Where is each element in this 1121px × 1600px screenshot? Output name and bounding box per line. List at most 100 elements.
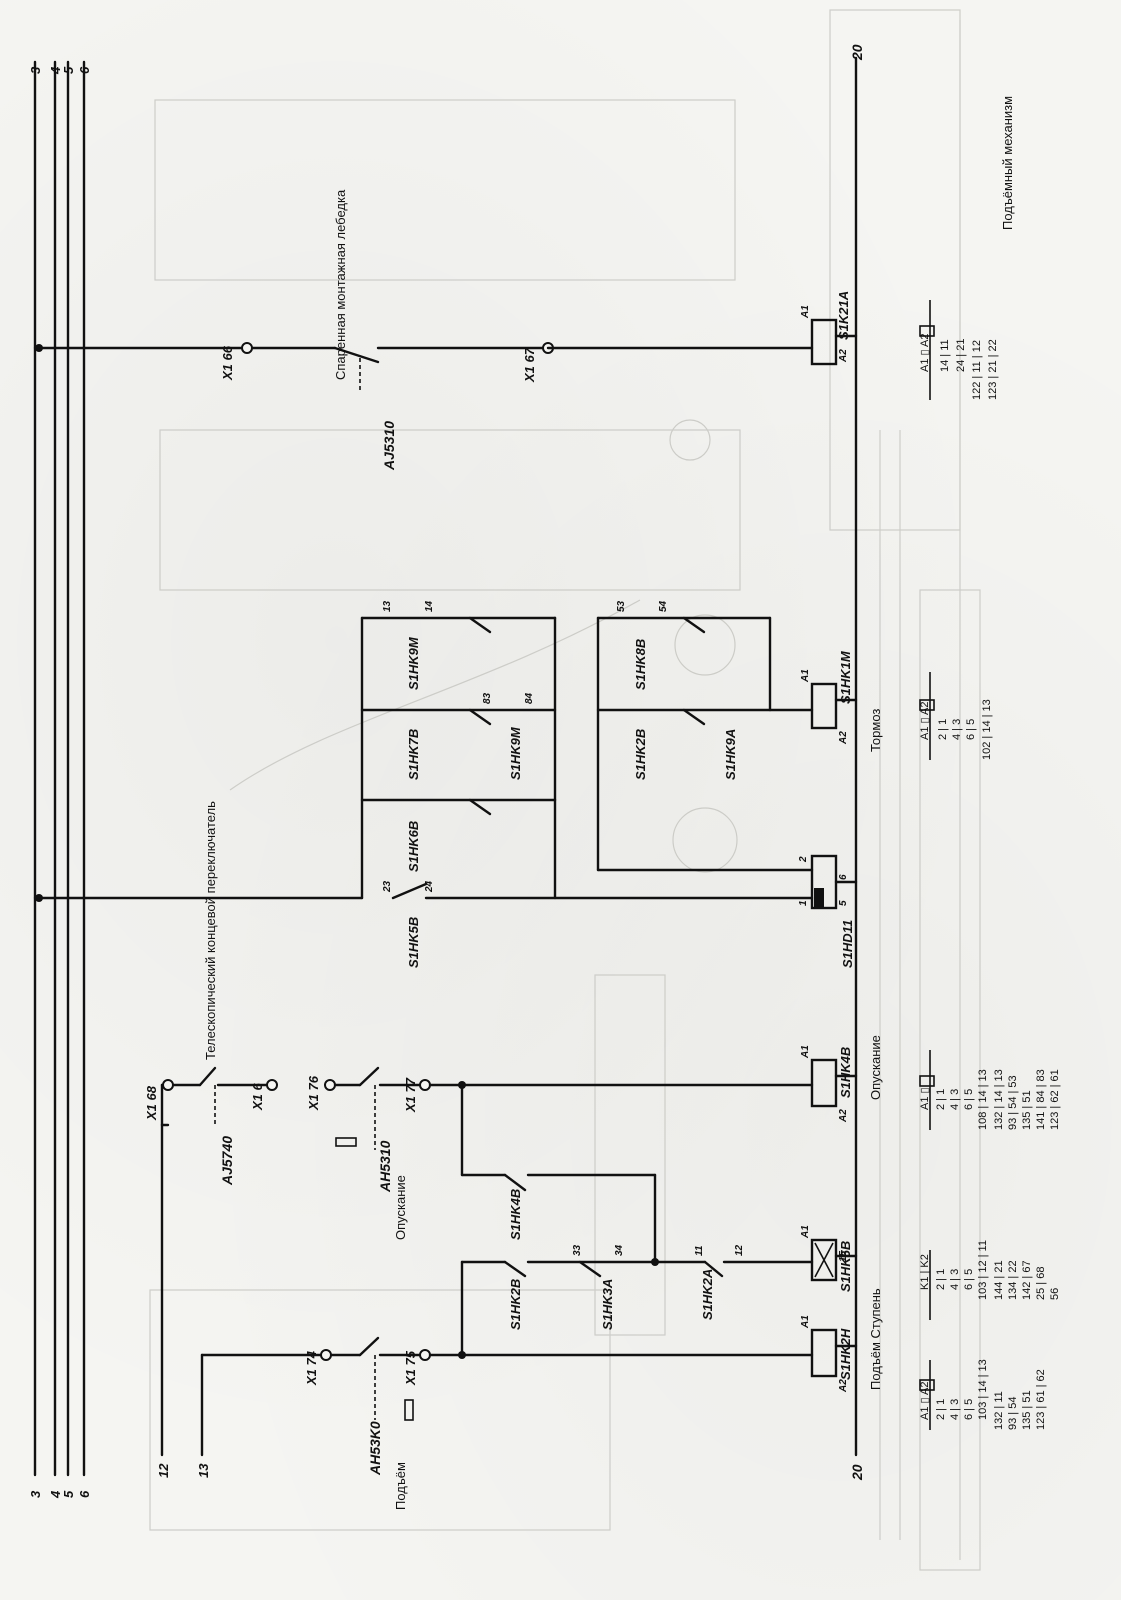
contact-s1hk7b: S1HK7B	[406, 729, 421, 780]
rung-paired-winch	[33, 318, 858, 390]
pin-a2-s1hk4b: A2	[838, 1109, 849, 1123]
pin-13-a: 13	[382, 600, 393, 612]
table-s1hk4b-row-6: 93 | 54 | 53	[1007, 1075, 1019, 1130]
bus-label-bottom-4: 4	[48, 1490, 63, 1499]
pin-23: 23	[382, 880, 393, 893]
pin-2: 2	[798, 856, 809, 863]
table-s1hk5b-row-9: 56	[1049, 1288, 1061, 1300]
table-s1hk2h-row-7: 135 | 51	[1021, 1390, 1033, 1430]
contact-s1hk5b: S1HK5B	[406, 917, 421, 968]
caption-lift-switch: Подъём	[393, 1462, 408, 1510]
caption-telescopic-switch: Телескопический концевой переключатель	[203, 801, 218, 1060]
rung-brake	[33, 616, 858, 910]
table-s1hk5b-row-1: 2 | 1	[935, 1269, 947, 1290]
rung-lowering	[160, 1058, 858, 1264]
pin-a1-s1hk2h: A1	[800, 1315, 811, 1329]
table-s1hk1m-row-4: 102 | 14 | 13	[981, 699, 993, 760]
table-s1k21a-row-2: 24 | 21	[955, 339, 967, 372]
pin-a2-s1hk1m: A2	[838, 731, 849, 745]
table-s1hk5b-row-0: K1 | K2	[919, 1254, 931, 1290]
table-s1hk4b-row-2: 4 | 3	[949, 1089, 961, 1110]
pin-a1-s1hk1m: A1	[800, 669, 811, 683]
bus-label-top-4: 4	[48, 66, 63, 75]
pin-6: 6	[838, 874, 849, 880]
pin-a1-s1hk5b: A1	[800, 1225, 811, 1239]
coil-s1hk1m: S1HK1M	[838, 650, 853, 704]
table-s1hk4b-row-0: A1 ▯	[919, 1087, 931, 1110]
pin-a1-s1hk4b: A1	[800, 1045, 811, 1059]
table-s1k21a-row-0: A1 ▯ A2	[919, 334, 931, 372]
terminal-x1-74: X1 74	[304, 1350, 319, 1386]
bus-label-bottom-3: 3	[28, 1490, 43, 1498]
wire-label-13: 13	[196, 1463, 211, 1478]
terminal-x1-68: X1 68	[144, 1085, 159, 1121]
terminal-x1-75: X1 75	[403, 1350, 418, 1386]
table-s1hk5b-row-7: 142 | 67	[1021, 1260, 1033, 1300]
caption-lowering-switch: Опускание	[393, 1175, 408, 1240]
caption-lift-step: Подъём Ступень	[868, 1288, 883, 1390]
pin-54: 54	[658, 600, 669, 612]
contact-s1hk2a: S1HK2A	[700, 1269, 715, 1320]
table-s1hk5b-row-6: 134 | 22	[1007, 1260, 1019, 1300]
pin-24: 24	[424, 880, 435, 893]
bus-lines	[33, 60, 86, 1477]
contact-s1hk3a: S1HK3A	[600, 1279, 615, 1330]
switch-ah5310: AH5310	[377, 1140, 393, 1193]
table-s1hk4b-row-1: 2 | 1	[935, 1089, 947, 1110]
table-s1k21a-row-4: 123 | 21 | 22	[987, 339, 999, 400]
pin-1: 1	[798, 900, 809, 906]
pin-83: 83	[482, 692, 493, 704]
coil-s1hk2h: S1HK2H	[838, 1328, 853, 1380]
table-s1hk4b-row-5: 132 | 14 | 13	[993, 1069, 1005, 1130]
contact-s1hk4b: S1HK4B	[508, 1189, 523, 1240]
pin-12: 12	[734, 1244, 745, 1256]
pin-5: 5	[838, 900, 849, 906]
switch-ah53k0: AH53K0	[367, 1421, 383, 1476]
contact-s1hk8b: S1HK8B	[633, 639, 648, 690]
table-s1hk4b-row-3: 6 | 5	[963, 1089, 975, 1110]
rung-lift	[320, 1238, 858, 1421]
contact-s1hk9a: S1HK9A	[723, 729, 738, 780]
table-s1hk2h-row-6: 93 | 54	[1007, 1397, 1019, 1430]
coil-s1k21a: S1K21A	[836, 291, 851, 340]
coil-s1hk5b: S1HK5B	[838, 1241, 853, 1292]
contact-table-s1k21a	[919, 300, 935, 400]
line-number-20-bottom: 20	[849, 1464, 865, 1481]
table-s1hk2h-row-4: 103 | 14 | 13	[977, 1359, 989, 1420]
table-s1hk4b-row-9: 123 | 62 | 61	[1049, 1069, 1061, 1130]
terminal-x1-6: X1 6	[250, 1082, 265, 1111]
caption-paired-winch: Спаренная монтажная лебедка	[333, 189, 348, 380]
switch-aj5740: AJ5740	[219, 1136, 235, 1186]
table-s1hk4b-row-8: 141 | 84 | 83	[1035, 1069, 1047, 1130]
table-s1hk4b-row-4: 108 | 14 | 13	[977, 1069, 989, 1130]
caption-lowering-coil: Опускание	[868, 1035, 883, 1100]
pin-11: 11	[694, 1245, 705, 1256]
table-s1hk1m-row-1: 2 | 1	[937, 719, 949, 740]
contact-table-s1hk4b	[919, 1050, 935, 1130]
table-s1hk5b-row-4: 103 | 12 | 11	[977, 1240, 989, 1300]
table-s1hk2h-row-8: 123 | 61 | 62	[1035, 1369, 1047, 1430]
bus-label-top-3: 3	[28, 66, 43, 74]
table-s1hk5b-row-8: 25 | 68	[1035, 1267, 1047, 1300]
table-s1hk5b-row-2: 4 | 3	[949, 1269, 961, 1290]
table-s1hk2h-row-1: 2 | 1	[935, 1399, 947, 1420]
bus-label-top-5: 5	[61, 66, 76, 74]
wire-label-12: 12	[156, 1463, 171, 1478]
pin-34: 34	[614, 1244, 625, 1256]
pin-14-a: 14	[424, 600, 435, 612]
contact-s1hk2b: S1HK2B	[508, 1279, 523, 1330]
terminal-x1-67: X1 67	[522, 347, 537, 383]
caption-brake: Тормоз	[868, 709, 883, 752]
caption-lift-mechanism: Подъёмный механизм	[1000, 96, 1015, 230]
pin-84: 84	[524, 692, 535, 704]
coil-s1hk4b: S1HK4B	[838, 1047, 853, 1098]
table-s1hk2h-row-2: 4 | 3	[949, 1399, 961, 1420]
contact-s1hk9m: S1HK9M	[406, 636, 421, 690]
table-s1k21a-row-1: 14 | 11	[939, 339, 951, 372]
table-s1hk1m-row-0: A1 ▯ A2	[919, 702, 931, 740]
pin-a2-s1hk2h: A2	[838, 1379, 849, 1393]
terminal-x1-66: X1 66	[220, 345, 235, 381]
table-s1hk4b-row-7: 135 | 51	[1021, 1090, 1033, 1130]
table-s1hk5b-row-3: 6 | 5	[963, 1269, 975, 1290]
